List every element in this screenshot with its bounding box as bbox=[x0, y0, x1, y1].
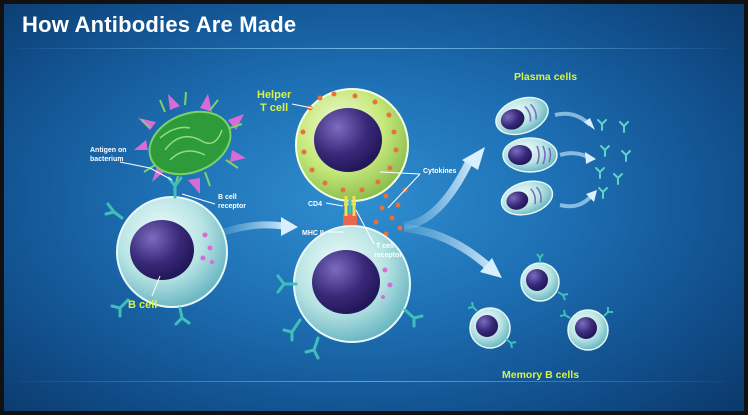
label-antigen-2: bacterium bbox=[90, 156, 123, 163]
memory-b-cell bbox=[560, 307, 613, 350]
label-cd4: CD4 bbox=[308, 201, 322, 208]
label-helper-t-cell-2: T cell bbox=[260, 102, 288, 114]
label-t-cell-receptor-1: T cell bbox=[376, 243, 394, 250]
b-cell-nucleus bbox=[130, 220, 194, 280]
label-mhc-ii: MHC II bbox=[302, 230, 324, 237]
label-b-cell-receptor-2: receptor bbox=[218, 203, 246, 210]
antibodies bbox=[596, 120, 630, 198]
activated-b-nucleus bbox=[312, 250, 380, 314]
plasma-cells bbox=[491, 91, 557, 220]
secretion-arrow-1 bbox=[555, 114, 590, 125]
b-cell bbox=[106, 178, 227, 324]
label-antigen-1: Antigen on bbox=[90, 147, 127, 154]
label-memory-b-cells: Memory B cells bbox=[502, 369, 579, 381]
label-helper-t-cell-1: Helper bbox=[257, 89, 292, 101]
activated-b-cell bbox=[278, 226, 422, 358]
arrow-b-to-t-head bbox=[281, 217, 298, 236]
label-b-cell: B cell bbox=[128, 299, 157, 311]
bacterium bbox=[134, 92, 246, 194]
arrow-b-to-t bbox=[224, 225, 283, 232]
secretion-arrow-3 bbox=[560, 195, 592, 206]
label-t-cell-receptor-2: receptor bbox=[374, 252, 402, 259]
label-plasma-cells: Plasma cells bbox=[514, 71, 577, 83]
memory-b-cell bbox=[468, 302, 516, 348]
plasma-cell bbox=[503, 138, 557, 172]
label-cytokines: Cytokines bbox=[423, 168, 457, 175]
helper-t-nucleus bbox=[314, 108, 382, 172]
label-b-cell-receptor-1: B cell bbox=[218, 194, 237, 201]
memory-b-cell bbox=[521, 254, 568, 301]
plasma-cell bbox=[491, 91, 553, 141]
arrow-to-memory bbox=[404, 228, 490, 268]
plasma-cell bbox=[498, 176, 557, 220]
